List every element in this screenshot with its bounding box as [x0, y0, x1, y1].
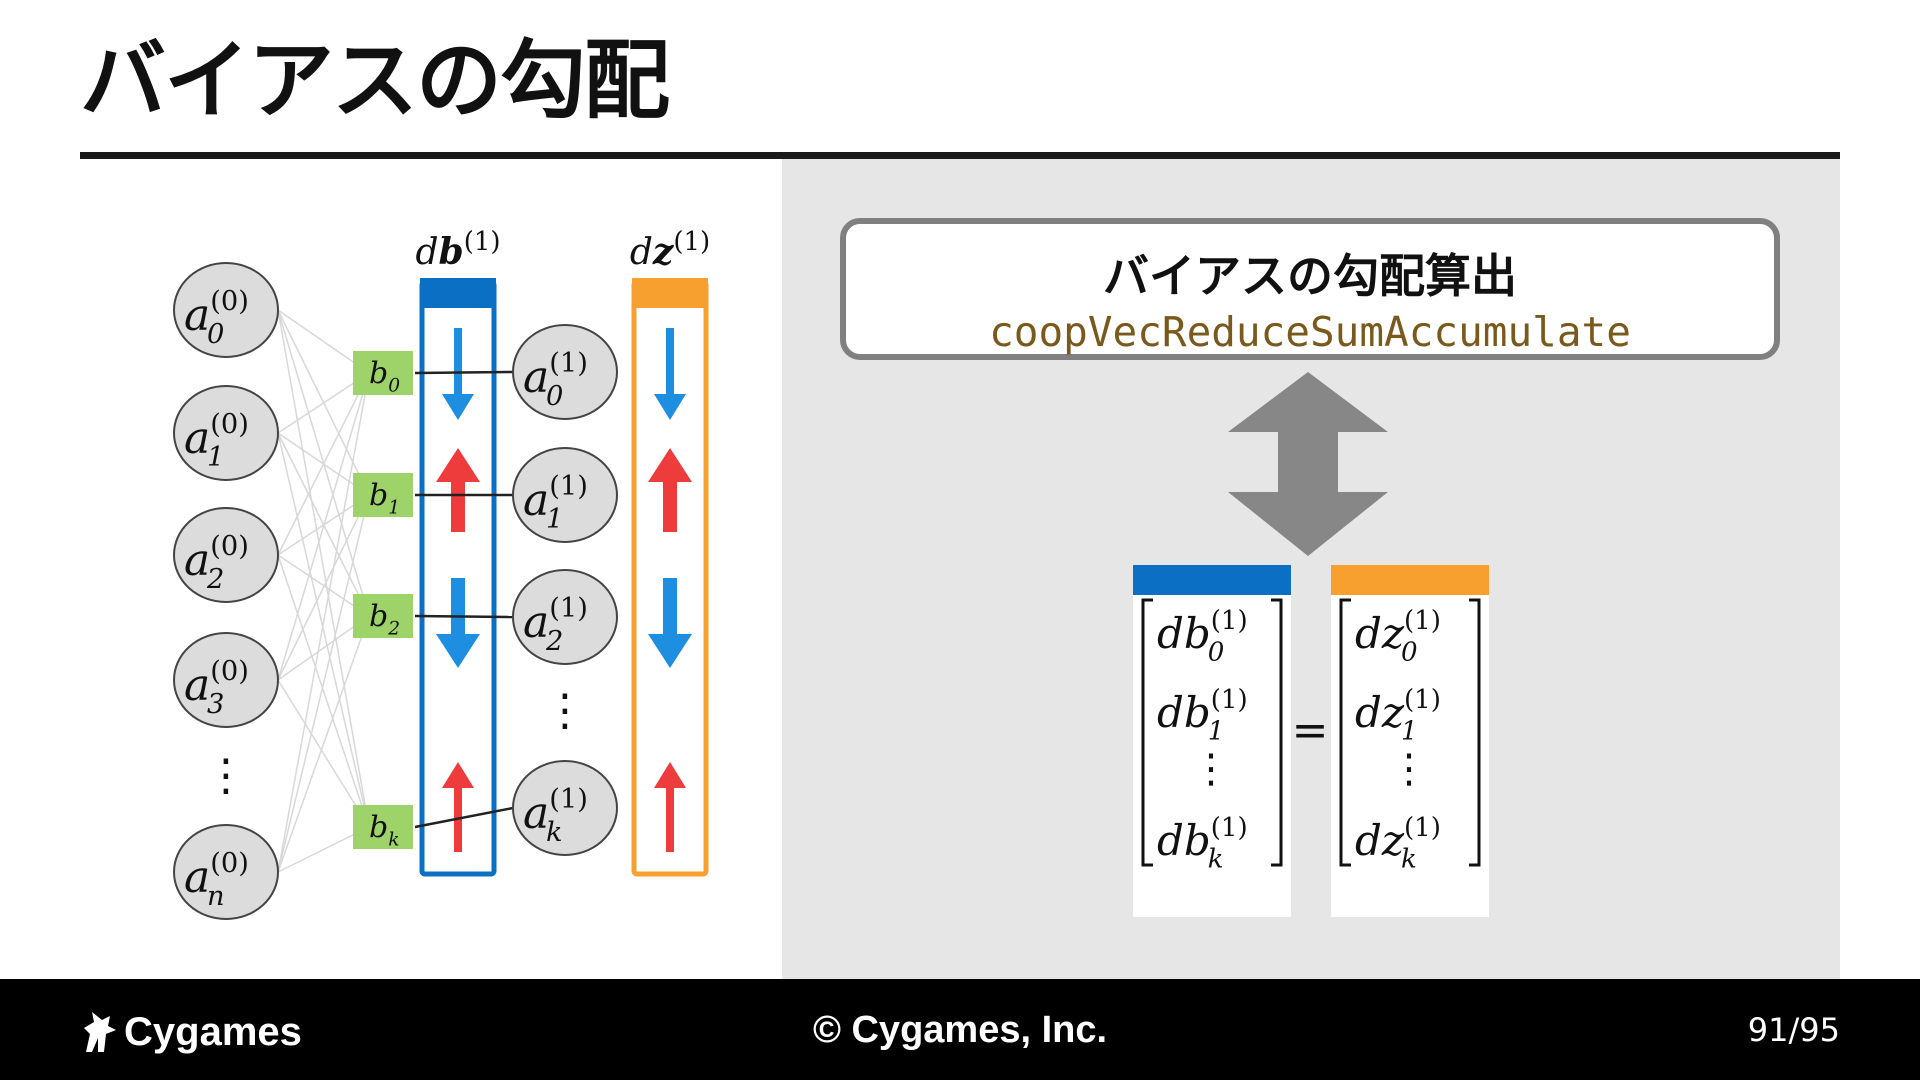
- input-ellipsis: ⋮: [204, 750, 248, 801]
- output-node-label: a(1)0: [523, 348, 588, 412]
- input-node: [173, 262, 279, 358]
- input-node-label: a(0)1: [184, 409, 249, 473]
- double-arrow-shape: [1228, 372, 1388, 556]
- swap-arrow-icon: [1228, 372, 1388, 556]
- weight-line: [277, 554, 370, 828]
- bias-box: [353, 805, 413, 849]
- copyright-text: © Cygames, Inc.: [812, 1009, 1108, 1051]
- input-node: [173, 824, 279, 920]
- db-vector-right-bracket: [1271, 598, 1283, 867]
- bias-connection-line: [414, 806, 514, 829]
- bias-label: bk: [369, 810, 400, 850]
- footer: Cygames © Cygames, Inc. 91/95: [0, 979, 1920, 1080]
- db-vector-entry: db(1)0: [1157, 606, 1248, 668]
- dz-vector-entry: dz(1)k: [1355, 813, 1441, 875]
- output-node: [512, 569, 618, 665]
- logo-text: Cygames: [124, 1009, 302, 1054]
- bias-label: b0: [369, 356, 400, 396]
- weight-line: [277, 432, 370, 828]
- title-underline: [80, 152, 1840, 159]
- input-node-label: a(0)0: [184, 286, 249, 350]
- cygames-horse-icon: [84, 1012, 116, 1052]
- input-node: [173, 385, 279, 481]
- output-ellipsis: ⋮: [543, 685, 587, 736]
- input-node: [173, 632, 279, 728]
- output-node: [512, 447, 618, 543]
- input-node-label: a(0)2: [184, 531, 249, 595]
- db-column-label: db(1): [415, 227, 500, 273]
- bias-label: b1: [369, 478, 400, 518]
- output-node-label: a(1)k: [523, 784, 588, 848]
- bias-box: [353, 594, 413, 638]
- output-node: [512, 324, 618, 420]
- dz-column-label: dz(1): [630, 227, 710, 273]
- equals-sign: =: [1292, 705, 1329, 756]
- gradient-equation: db(1)0db(1)1⋮db(1)kdz(1)0dz(1)1⋮dz(1)k=: [1133, 565, 1489, 917]
- dz-vector-ellipsis: ⋮: [1389, 746, 1429, 792]
- dz-gradient-arrow-up: [648, 448, 692, 532]
- output-node-label: a(1)2: [523, 593, 588, 657]
- weight-line: [277, 372, 370, 556]
- dz-vector-body: [1331, 595, 1489, 917]
- input-node-label: a(0)3: [184, 656, 249, 720]
- db-vector-body: [1133, 595, 1291, 917]
- bias-connection-line: [414, 614, 514, 619]
- weight-line: [277, 494, 370, 681]
- function-name: coopVecReduceSumAccumulate: [989, 308, 1631, 356]
- dz-gradient-arrow-down: [654, 328, 686, 420]
- dz-vector-left-bracket: [1339, 598, 1351, 867]
- db-vector-left-bracket: [1141, 598, 1153, 867]
- gradient-columns: db(1) dz(1): [415, 227, 710, 877]
- bias-connection-line: [414, 370, 514, 375]
- dz-gradient-arrow-up: [654, 762, 686, 852]
- db-gradient-arrow-down: [442, 328, 474, 420]
- weight-line: [277, 372, 370, 873]
- weight-line: [277, 615, 370, 873]
- network-nodes: b0 b1 b2 bk a(0)0 a(0)1 a(0)2 a(0)3 a(0)n ⋮ a(1)0 a…: [173, 262, 618, 920]
- dz-vector-entry: dz(1)1: [1355, 685, 1441, 747]
- output-node: [512, 760, 618, 856]
- dz-vector-header: [1331, 565, 1489, 595]
- bias-box: [353, 351, 413, 395]
- input-node: [173, 507, 279, 603]
- db-gradient-arrow-down: [436, 578, 480, 668]
- dz-gradient-arrow-down: [648, 578, 692, 668]
- weight-line: [277, 494, 370, 873]
- weight-line: [277, 372, 370, 681]
- dz-column-header: [632, 278, 708, 308]
- bias-label: b2: [369, 599, 400, 639]
- weight-line: [277, 679, 370, 828]
- db-column-header: [420, 278, 496, 308]
- cygames-logo: Cygames: [80, 1007, 302, 1057]
- function-box-title: バイアスの勾配算出: [1103, 249, 1517, 303]
- input-node-label: a(0)n: [184, 848, 249, 912]
- slide-title: バイアスの勾配: [80, 31, 670, 131]
- dz-vector-right-bracket: [1469, 598, 1481, 867]
- db-vector-entry: db(1)1: [1157, 685, 1248, 747]
- function-box: バイアスの勾配算出 coopVecReduceSumAccumulate: [840, 218, 1780, 360]
- dz-vector-entry: dz(1)0: [1355, 606, 1441, 668]
- bias-box: [353, 473, 413, 517]
- output-node-label: a(1)1: [523, 471, 588, 535]
- page-number: 91/95: [1747, 1011, 1840, 1049]
- db-vector-header: [1133, 565, 1291, 595]
- db-gradient-arrow-up: [436, 448, 480, 532]
- db-vector-ellipsis: ⋮: [1191, 746, 1231, 792]
- weight-line: [277, 309, 370, 828]
- db-gradient-arrow-up: [442, 762, 474, 852]
- db-vector-entry: db(1)k: [1157, 813, 1248, 875]
